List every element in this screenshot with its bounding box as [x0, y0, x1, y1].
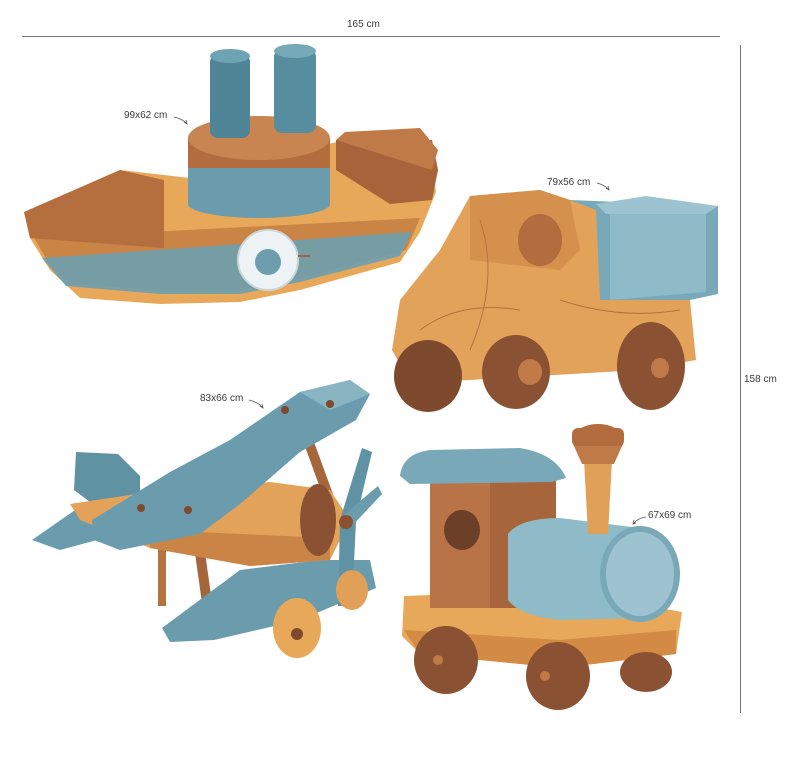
truck-size-label: 79x56 cm	[547, 177, 591, 188]
plane-size-label: 83x66 cm	[200, 393, 244, 404]
height-dimension-label: 158 cm	[744, 374, 777, 385]
width-dimension-line	[22, 36, 720, 37]
width-dimension-label: 165 cm	[347, 19, 380, 30]
toy-train	[400, 424, 682, 710]
train-size-label: 67x69 cm	[648, 510, 692, 521]
toy-truck	[392, 190, 718, 412]
toy-boat	[24, 44, 438, 304]
height-dimension-line	[740, 45, 741, 713]
boat-size-label: 99x62 cm	[124, 110, 168, 121]
toy-plane	[32, 380, 382, 658]
